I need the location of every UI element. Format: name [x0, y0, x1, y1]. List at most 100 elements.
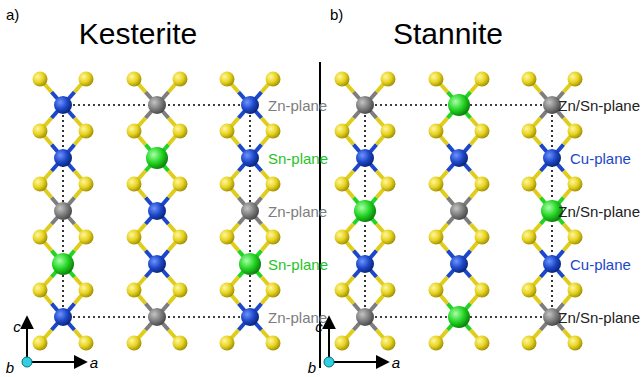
atom-sphere — [173, 283, 188, 298]
atom-sphere — [266, 124, 281, 139]
atom-sphere — [522, 177, 537, 192]
atom-sphere — [335, 124, 350, 139]
atom-sphere — [266, 336, 281, 351]
atom-sphere — [220, 124, 235, 139]
plane-label: Zn/Sn-plane — [558, 204, 640, 219]
atom-sphere — [173, 336, 188, 351]
atom-sphere — [568, 230, 583, 245]
atom-sphere — [522, 336, 537, 351]
axis-triad — [22, 318, 85, 367]
atom-sphere — [475, 177, 490, 192]
atom-sphere — [568, 283, 583, 298]
atom-sphere — [33, 230, 48, 245]
atom-sphere — [475, 283, 490, 298]
atom-sphere — [522, 72, 537, 87]
atom-sphere — [127, 177, 142, 192]
atom-sphere — [568, 124, 583, 139]
plane-label: Cu-plane — [570, 257, 631, 272]
axis-label: a — [90, 355, 98, 370]
atom-sphere — [475, 72, 490, 87]
bond-set — [40, 79, 273, 343]
atom-sphere — [335, 72, 350, 87]
atom-sphere — [429, 177, 444, 192]
plane-label: Zn-plane — [268, 98, 327, 113]
axis-label: b — [308, 360, 316, 375]
plane-label: Sn-plane — [268, 257, 328, 272]
atom-sphere — [568, 177, 583, 192]
atom-sphere — [241, 308, 259, 326]
atom-sphere — [79, 72, 94, 87]
atom-sphere — [173, 177, 188, 192]
atom-sphere — [220, 72, 235, 87]
atom-sphere — [220, 336, 235, 351]
atom-sphere — [335, 336, 350, 351]
atom-sphere — [241, 149, 259, 167]
atom-sphere — [54, 202, 72, 220]
atom-sphere — [266, 230, 281, 245]
atom-sphere — [448, 94, 470, 116]
atom-sphere — [475, 230, 490, 245]
panel-letter: a) — [6, 7, 19, 22]
atom-sphere — [568, 336, 583, 351]
atom-sphere — [52, 253, 74, 275]
atom-sphere — [356, 96, 374, 114]
atom-sphere — [335, 283, 350, 298]
atom-sphere — [33, 283, 48, 298]
atom-sphere — [356, 308, 374, 326]
atom-sphere — [356, 255, 374, 273]
atom-sphere — [239, 253, 261, 275]
atom-sphere — [354, 200, 376, 222]
atom-sphere — [148, 308, 166, 326]
atom-sphere — [146, 147, 168, 169]
atom-sphere — [220, 230, 235, 245]
axis-label: a — [392, 355, 400, 370]
atom-sphere — [429, 72, 444, 87]
atom-sphere — [381, 336, 396, 351]
atom-sphere — [475, 124, 490, 139]
panel-title: Stannite — [393, 19, 503, 49]
plane-label: Zn-plane — [268, 204, 327, 219]
atom-sphere — [173, 124, 188, 139]
plane-label: Zn/Sn-plane — [558, 98, 640, 113]
atom-sphere — [448, 306, 470, 328]
atom-sphere — [522, 124, 537, 139]
atom-sphere — [173, 72, 188, 87]
atom-sphere — [127, 336, 142, 351]
plane-label: Sn-plane — [268, 151, 328, 166]
plane-label: Zn/Sn-plane — [558, 310, 640, 325]
atom-sphere — [54, 149, 72, 167]
axis-label: b — [6, 360, 14, 375]
plane-label: Cu-plane — [570, 151, 631, 166]
atom-sphere — [429, 336, 444, 351]
atom-sphere — [335, 230, 350, 245]
panel-letter: b) — [330, 7, 343, 22]
atom-sphere — [79, 283, 94, 298]
atom-sphere — [33, 177, 48, 192]
unit-cell-outline — [63, 105, 250, 317]
axis-label: c — [315, 319, 323, 334]
atom-sphere — [543, 255, 561, 273]
atom-sphere — [381, 72, 396, 87]
axis-label: c — [13, 319, 21, 334]
atom-sphere — [127, 230, 142, 245]
atom-sphere — [127, 283, 142, 298]
atom-sphere — [33, 72, 48, 87]
atom-sphere — [127, 72, 142, 87]
atom-sphere — [356, 149, 374, 167]
atom-sphere — [381, 124, 396, 139]
atom-sphere — [241, 202, 259, 220]
atom-sphere — [148, 202, 166, 220]
panel-title: Kesterite — [79, 19, 197, 49]
atom-sphere — [568, 72, 583, 87]
atom-sphere — [54, 96, 72, 114]
atom-sphere — [33, 124, 48, 139]
unit-cell-outline — [365, 105, 552, 317]
atom-sphere — [79, 177, 94, 192]
stannite-structure — [324, 72, 583, 368]
kesterite-structure — [22, 72, 281, 368]
bond-set — [342, 79, 575, 343]
atom-sphere — [381, 177, 396, 192]
atom-sphere — [381, 283, 396, 298]
atom-sphere — [241, 96, 259, 114]
